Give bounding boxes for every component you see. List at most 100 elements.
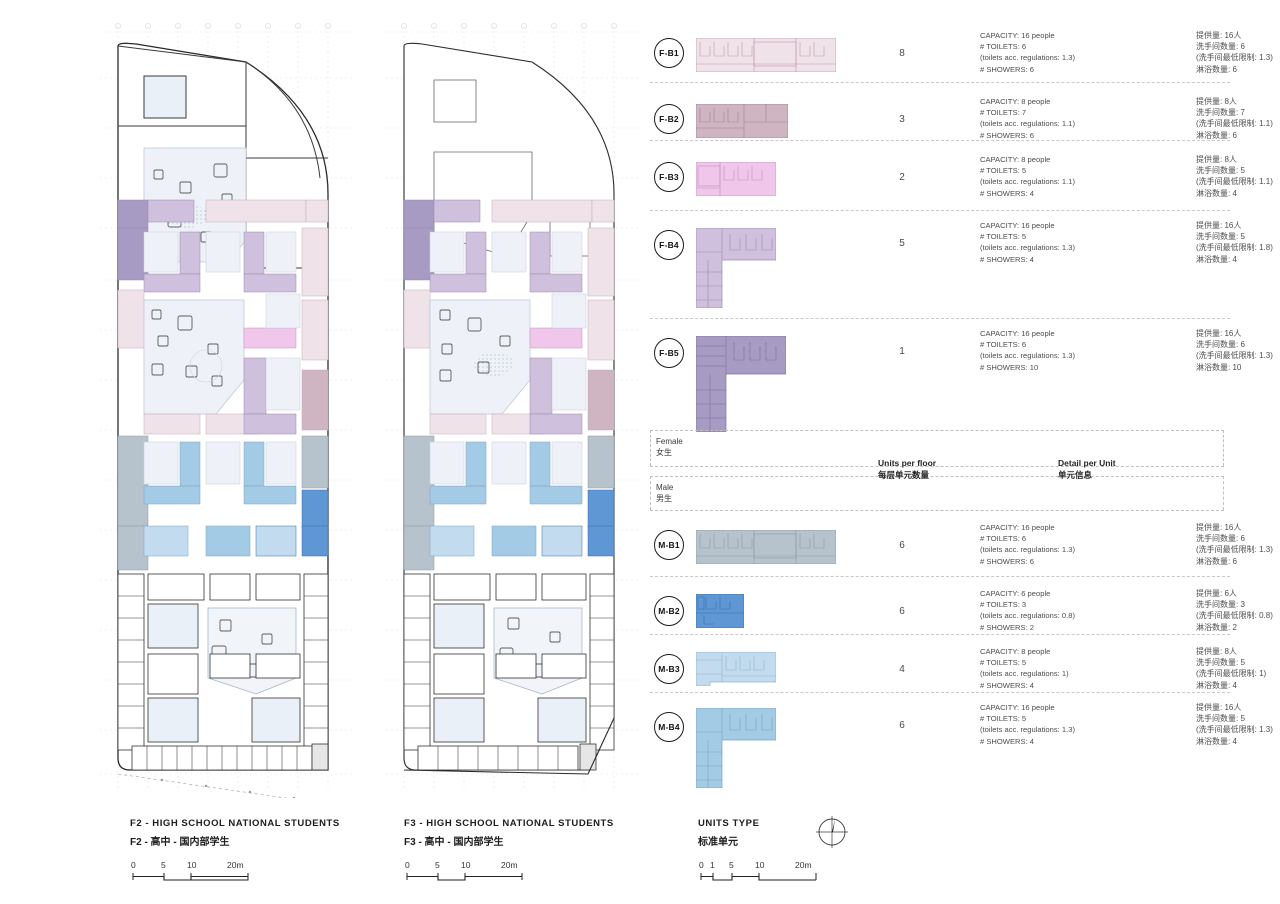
units-per-floor-count: 1: [899, 346, 905, 357]
unit-code-badge: F-B4: [654, 230, 684, 260]
units-per-floor-count: 6: [899, 540, 905, 551]
caption-units-type-en: UNITS TYPE: [698, 818, 760, 829]
units-per-floor-count: 6: [899, 720, 905, 731]
floor-plan-f3: [382, 18, 642, 798]
units-per-floor-count: 6: [899, 606, 905, 617]
unit-code-badge: M-B2: [654, 596, 684, 626]
caption-f2: F2 - HIGH SCHOOL NATIONAL STUDENTS F2 - …: [130, 818, 340, 848]
unit-plan-swatch-f-b2: [695, 103, 789, 139]
unit-plan-swatch: [695, 37, 837, 77]
unit-detail-en: CAPACITY: 16 people# TOILETS: 6 (toilets…: [980, 31, 1075, 74]
legend-divider: [650, 634, 1230, 635]
scale-tick-1: 1: [710, 860, 715, 870]
legend-divider: [650, 318, 1230, 319]
caption-f3-cn: F3 - 高中 - 国内部学生: [404, 837, 504, 848]
band-tick-left-top: [650, 430, 651, 466]
unit-detail-cn: 提供量: 16人洗手间数量: 6 (洗手间最低限制: 1.3)淋浴数量: 6: [1196, 523, 1273, 566]
legend-divider: [650, 210, 1230, 211]
unit-plan-swatch: [695, 335, 787, 437]
unit-detail-en: CAPACITY: 16 people# TOILETS: 6 (toilets…: [980, 329, 1075, 372]
scale-tick-10: 10: [461, 860, 471, 870]
column-header-detail-per-unit: Detail per Unit 单元信息: [1058, 458, 1116, 480]
unit-code-badge: F-B5: [654, 338, 684, 368]
band-tick-left-bottom: [650, 476, 651, 510]
unit-code-badge: F-B2: [654, 104, 684, 134]
scale-tick-5: 5: [161, 860, 166, 870]
unit-plan-swatch-m-b1: [695, 529, 837, 565]
legend-divider: [650, 82, 1230, 83]
unit-detail-en: CAPACITY: 8 people# TOILETS: 7 (toilets …: [980, 97, 1075, 140]
unit-detail-cn: 提供量: 16人洗手间数量: 5 (洗手间最低限制: 1.3)淋浴数量: 4: [1196, 703, 1273, 746]
unit-plan-swatch: [695, 161, 777, 201]
unit-detail-en: CAPACITY: 16 people# TOILETS: 6 (toilets…: [980, 523, 1075, 566]
units-per-floor-count: 2: [899, 172, 905, 183]
unit-detail-cn: 提供量: 16人洗手间数量: 5 (洗手间最低限制: 1.8)淋浴数量: 4: [1196, 221, 1273, 264]
unit-detail-cn: 提供量: 8人洗手间数量: 5 (洗手间最低限制: 1.1)淋浴数量: 4: [1196, 155, 1273, 198]
scalebar-f2: 0 5 10 20m: [131, 860, 261, 890]
unit-code-badge: F-B3: [654, 162, 684, 192]
unit-detail-en: CAPACITY: 8 people# TOILETS: 5 (toilets …: [980, 647, 1069, 690]
band-divider-bottom: [650, 510, 1224, 511]
north-arrow-icon: [812, 812, 852, 852]
scalebar-f2-graphic: [132, 873, 249, 881]
unit-code-badge: M-B1: [654, 530, 684, 560]
unit-detail-cn: 提供量: 16人洗手间数量: 6 (洗手间最低限制: 1.3)淋浴数量: 6: [1196, 31, 1273, 74]
scalebar-units-type-graphic: [700, 873, 817, 881]
scalebar-f3-graphic: [406, 873, 523, 881]
scalebar-f3: 0 5 10 20m: [405, 860, 535, 890]
unit-detail-cn: 提供量: 8人洗手间数量: 7 (洗手间最低限制: 1.1)淋浴数量: 6: [1196, 97, 1273, 140]
unit-plan-swatch-f-b5: [695, 335, 787, 433]
group-label-female: Female 女生: [656, 437, 683, 457]
compass-graphic: [816, 816, 848, 848]
unit-plan-swatch: [695, 651, 777, 691]
unit-code-badge: F-B1: [654, 38, 684, 68]
legend-divider: [650, 692, 1230, 693]
unit-detail-en: CAPACITY: 6 people# TOILETS: 3 (toilets …: [980, 589, 1075, 632]
legend-divider: [650, 140, 1230, 141]
floor-plan-f3-drawing: [386, 23, 638, 790]
scalebar-units-type: 0 1 5 10 20m: [699, 860, 829, 890]
units-per-floor-count: 5: [899, 238, 905, 249]
scale-tick-10: 10: [187, 860, 197, 870]
scale-tick-20: 20m: [501, 860, 518, 870]
group-label-male: Male 男生: [656, 483, 674, 503]
unit-plan-swatch: [695, 227, 777, 313]
unit-plan-swatch: [695, 593, 745, 633]
unit-plan-swatch: [695, 707, 777, 793]
caption-f3-en: F3 - HIGH SCHOOL NATIONAL STUDENTS: [404, 818, 614, 829]
unit-detail-cn: 提供量: 16人洗手间数量: 6 (洗手间最低限制: 1.3)淋浴数量: 10: [1196, 329, 1273, 372]
scale-tick-10: 10: [755, 860, 765, 870]
unit-detail-en: CAPACITY: 16 people# TOILETS: 5 (toilets…: [980, 221, 1075, 264]
scale-tick-0: 0: [405, 860, 410, 870]
units-per-floor-count: 4: [899, 664, 905, 675]
caption-units-type-cn: 标准单元: [698, 837, 738, 848]
scale-tick-20: 20m: [227, 860, 244, 870]
unit-detail-en: CAPACITY: 8 people# TOILETS: 5 (toilets …: [980, 155, 1075, 198]
band-divider-top: [650, 430, 1224, 431]
unit-detail-en: CAPACITY: 16 people# TOILETS: 5 (toilets…: [980, 703, 1075, 746]
unit-plan-swatch-f-b4: [695, 227, 777, 309]
scale-tick-5: 5: [729, 860, 734, 870]
scale-tick-20: 20m: [795, 860, 812, 870]
scale-tick-5: 5: [435, 860, 440, 870]
units-type-legend: F-B1 8 CAPACITY: 16 people# TOILETS:: [650, 18, 1273, 808]
unit-detail-cn: 提供量: 6人洗手间数量: 3 (洗手间最低限制: 0.8)淋浴数量: 2: [1196, 589, 1273, 632]
unit-plan-swatch-m-b3: [695, 651, 777, 687]
unit-plan-swatch-m-b4: [695, 707, 777, 789]
unit-code-badge: M-B3: [654, 654, 684, 684]
caption-f3: F3 - HIGH SCHOOL NATIONAL STUDENTS F3 - …: [404, 818, 614, 848]
unit-plan-swatch: [695, 529, 837, 569]
unit-plan-swatch: [695, 103, 789, 143]
band-divider-mid-1: [650, 466, 1224, 467]
unit-plan-swatch-m-b2: [695, 593, 745, 629]
caption-f2-cn: F2 - 高中 - 国内部学生: [130, 837, 230, 848]
legend-divider: [650, 576, 1230, 577]
caption-f2-en: F2 - HIGH SCHOOL NATIONAL STUDENTS: [130, 818, 340, 829]
unit-detail-cn: 提供量: 8人洗手间数量: 5 (洗手间最低限制: 1)淋浴数量: 4: [1196, 647, 1267, 690]
column-header-units-per-floor: Units per floor 每层单元数量: [878, 458, 937, 480]
floor-plan-f2-drawing: [100, 23, 352, 798]
unit-code-badge: M-B4: [654, 712, 684, 742]
scale-tick-0: 0: [131, 860, 136, 870]
unit-plan-swatch-f-b3: [695, 161, 777, 197]
